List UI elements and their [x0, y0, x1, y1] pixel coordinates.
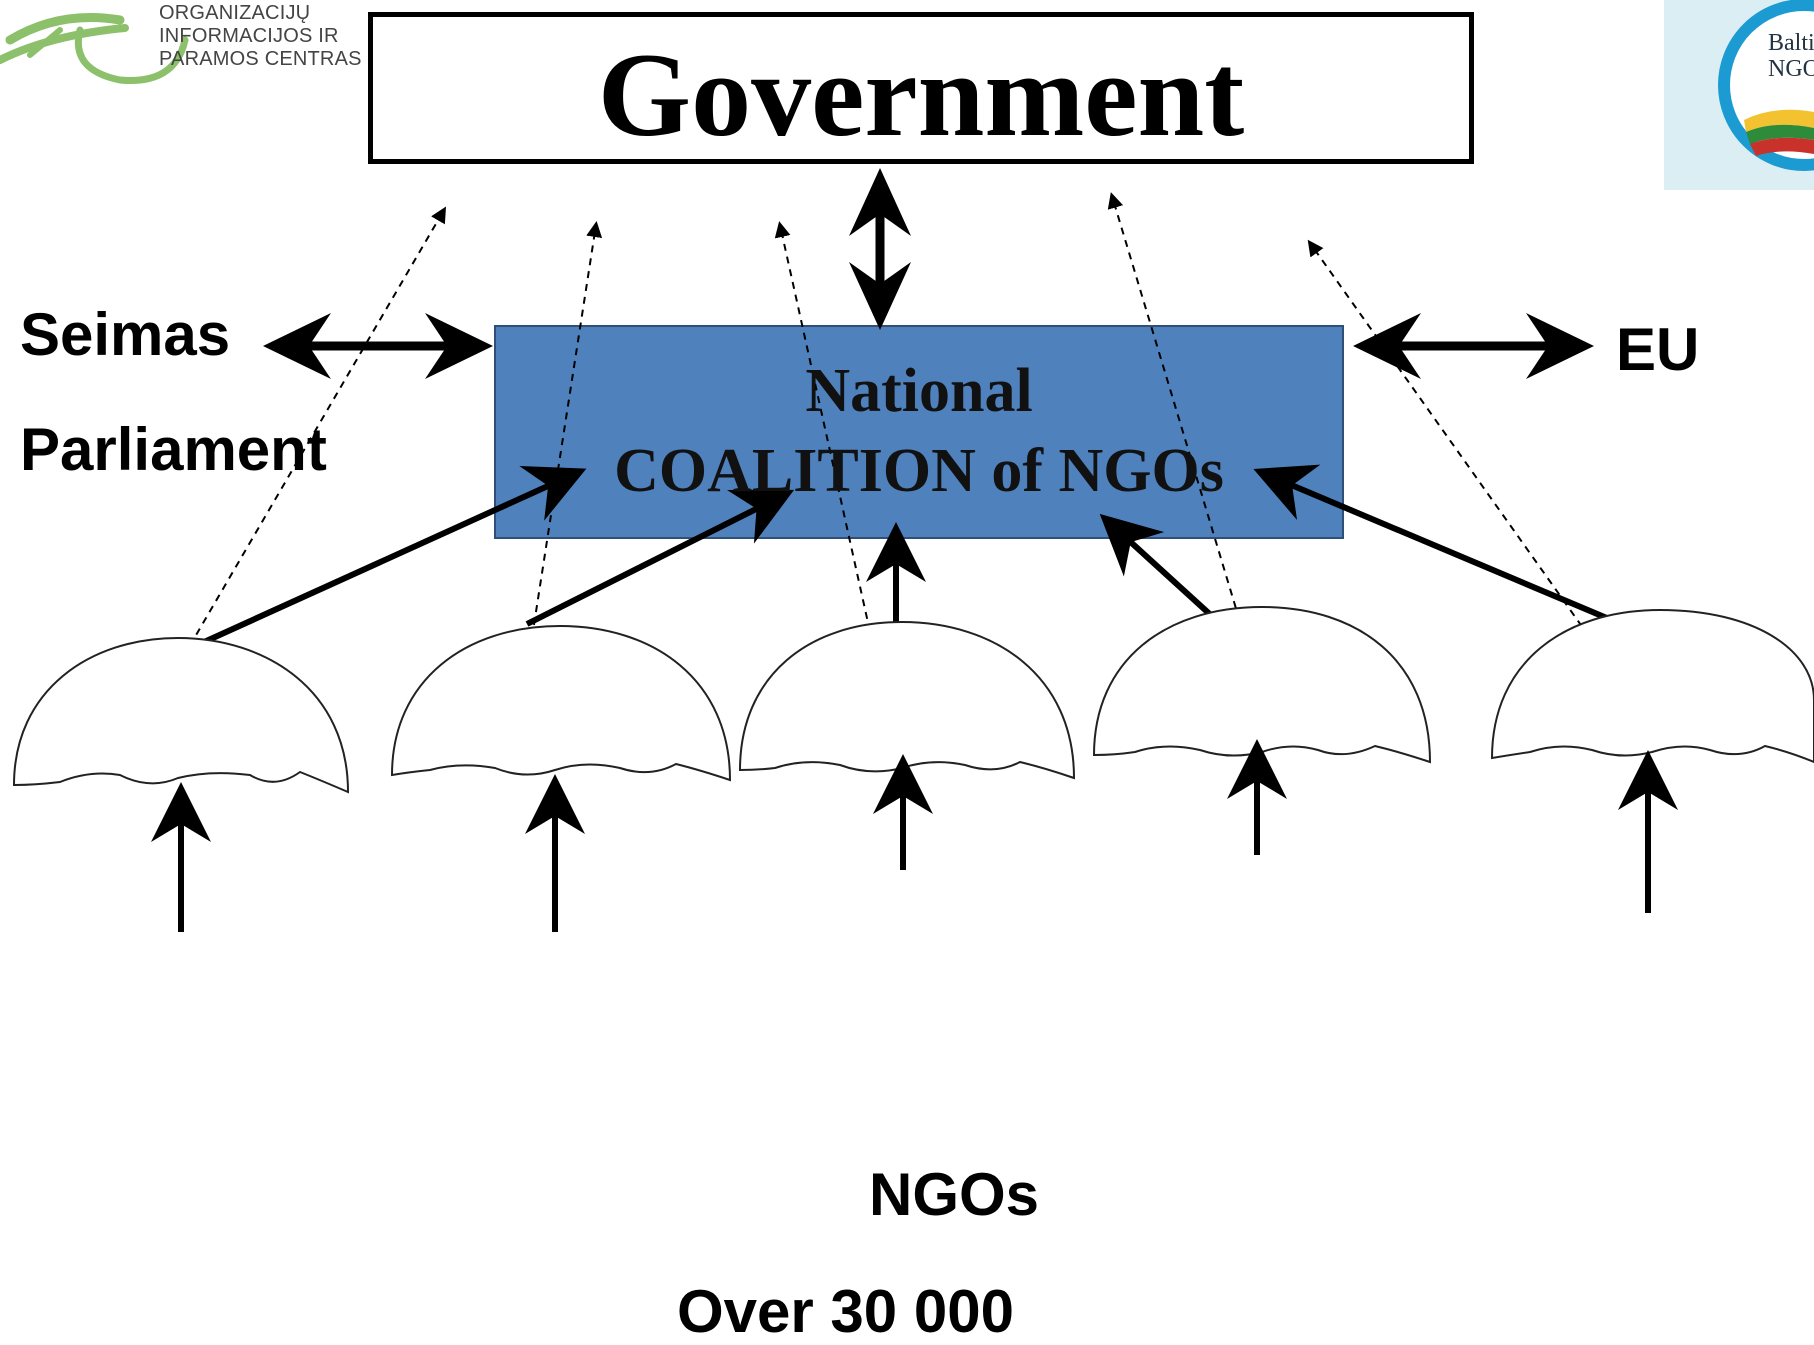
eu-arrow-head-right: [1526, 313, 1594, 379]
logo-right-flag-green: [1746, 124, 1814, 144]
logo-left-graphic: [0, 13, 189, 84]
dashed-line-1: [156, 206, 447, 703]
logo-right-line-1: Balti: [1768, 30, 1814, 56]
logo-right-text: Balti NGO: [1768, 30, 1814, 82]
double-arrows: [263, 168, 1594, 379]
logo-right-flag-yellow: [1744, 109, 1814, 132]
eu-arrow-head-left: [1353, 313, 1421, 379]
coalition-label-line-2: COALITION of NGOs: [614, 437, 1224, 505]
umbrella-2: [390, 624, 732, 782]
government-box: Government: [368, 12, 1474, 164]
umbrellas: [12, 605, 1814, 794]
logo-left-text: ORGANIZACIJŲ INFORMACIJOS IR PARAMOS CEN…: [159, 2, 362, 71]
seimas-arrow-head-right: [425, 313, 493, 379]
ngos-count-label: Over 30 000: [677, 1278, 1014, 1345]
ngos-label: NGOs: [869, 1161, 1040, 1228]
umbrella-3: [738, 620, 1076, 780]
umbrella-handle-arrows: [151, 739, 1678, 932]
solid-arrow-5: [1253, 464, 1642, 635]
solid-arrow-2: [525, 489, 795, 627]
coalition-label-line-1: National: [805, 357, 1033, 425]
government-label: Government: [597, 28, 1245, 161]
logo-left-stroke-3: [74, 26, 189, 84]
logo-left-line-1: ORGANIZACIJŲ: [159, 2, 311, 24]
gov-coalition-head-down: [849, 262, 911, 330]
logo-left-stroke-1: [5, 13, 125, 45]
logo-right-line-2: NGO: [1768, 56, 1814, 82]
seimas-arrow-head-left: [263, 313, 331, 379]
logo-left-stroke-2: [0, 24, 129, 64]
logo-left-line-3: PARAMOS CENTRAS: [159, 48, 362, 70]
logo-right-flag-red: [1750, 137, 1814, 156]
dashed-line-3: [774, 221, 885, 696]
logo-left-stroke-4: [27, 27, 63, 58]
seimas-label: Seimas: [20, 301, 231, 368]
logo-right: Balti NGO: [1664, 0, 1814, 190]
solid-arrow-1: [158, 466, 587, 665]
gov-coalition-head-up: [849, 168, 911, 236]
umbrella-5: [1490, 608, 1814, 764]
umbrella-4: [1092, 605, 1432, 764]
dashed-line-5: [1307, 239, 1628, 691]
eu-label: EU: [1616, 316, 1700, 383]
logo-left-line-2: INFORMACIJOS IR: [159, 25, 339, 47]
dashed-line-4: [1107, 192, 1263, 696]
coalition-box: [494, 325, 1344, 539]
logo-right-graphic: [1718, 0, 1814, 171]
parliament-label: Parliament: [20, 416, 327, 483]
umbrella-1: [12, 636, 350, 794]
